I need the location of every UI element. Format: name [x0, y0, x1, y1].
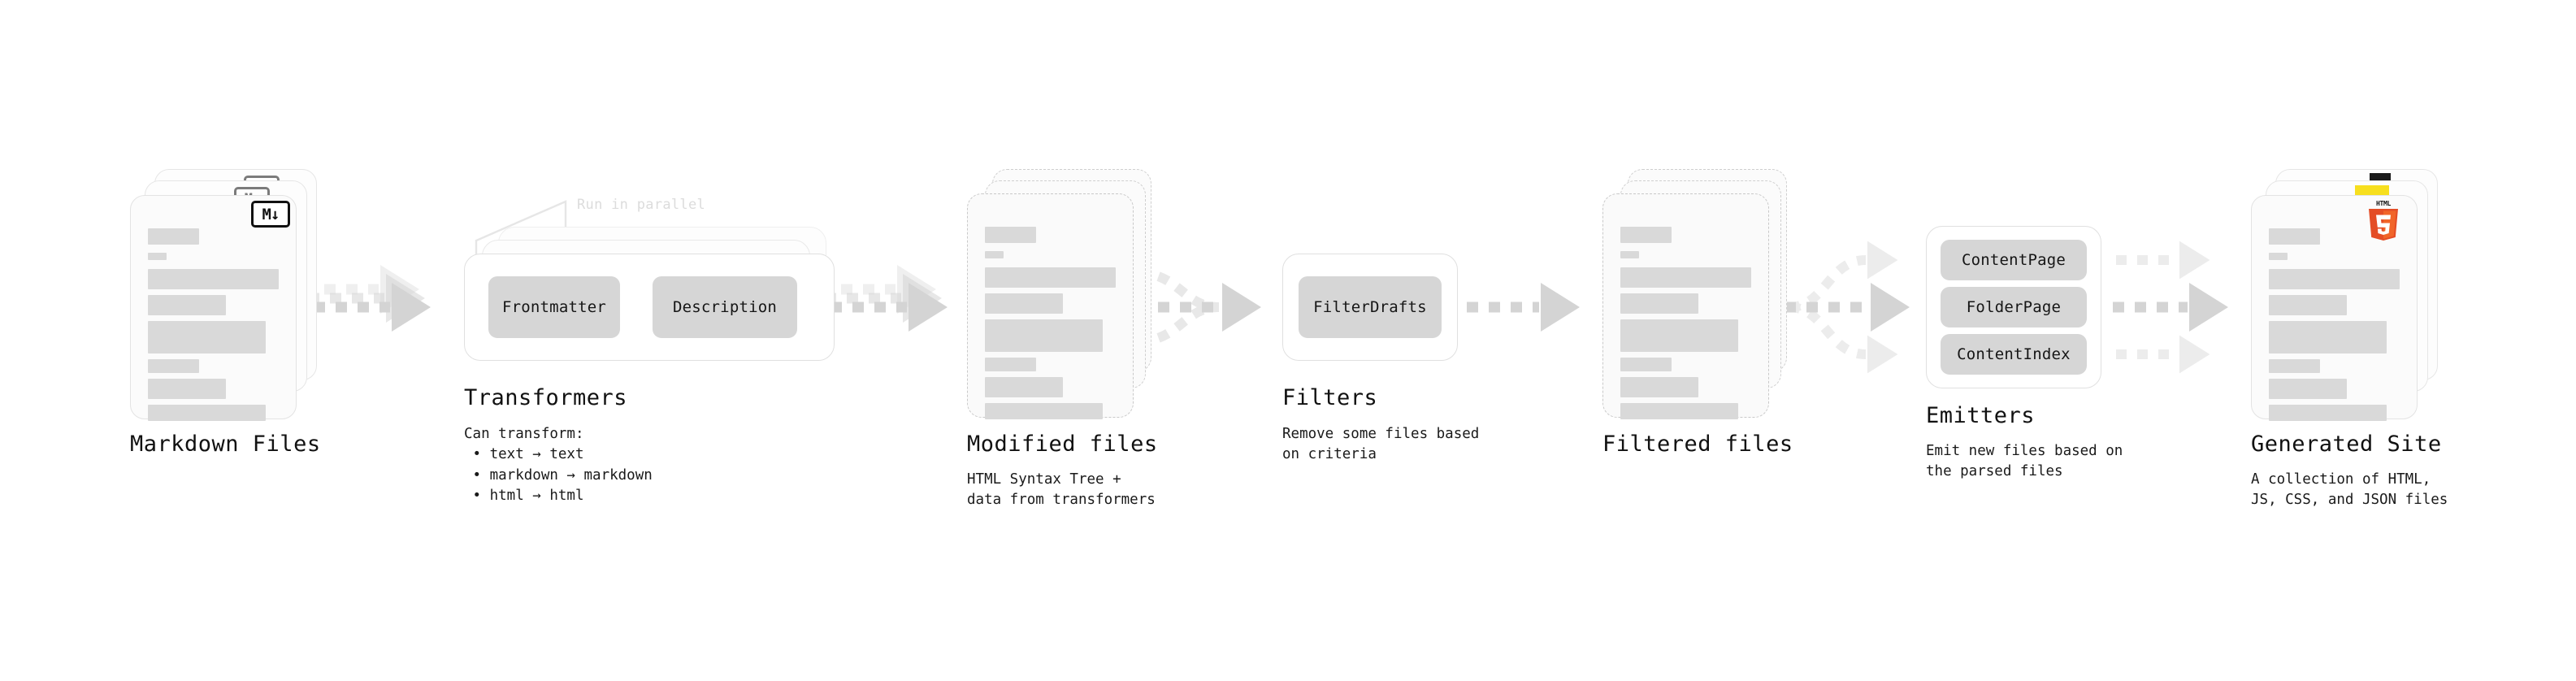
- stage-subtitle-modified-files: HTML Syntax Tree + data from transformer…: [967, 471, 1156, 509]
- doc-bar: [148, 295, 226, 315]
- stage-title-markdown-files: Markdown Files: [130, 432, 321, 457]
- doc-bar: [985, 358, 1036, 371]
- stage-subtitle-transformers: Can transform: • text → text • markdown …: [464, 426, 653, 505]
- transformer-chip-description[interactable]: Description: [653, 276, 797, 338]
- emitter-chip-folderpage[interactable]: FolderPage: [1941, 287, 2087, 327]
- doc-bar: [148, 379, 226, 399]
- doc-bar: [148, 269, 279, 289]
- doc-bar: [1620, 403, 1738, 419]
- doc-bar: [1620, 319, 1738, 352]
- transformer-chip-frontmatter[interactable]: Frontmatter: [488, 276, 620, 338]
- doc-bar: [985, 319, 1103, 352]
- doc-bar: [1620, 267, 1751, 288]
- html5-badge: HTML: [2369, 200, 2398, 241]
- stage-subtitle-emitters: Emit new files based on the parsed files: [1926, 443, 2123, 480]
- doc-bar: [148, 228, 199, 245]
- doc-bar: [1620, 293, 1698, 314]
- stage-subtitle-filters: Remove some files based on criteria: [1282, 426, 1480, 463]
- emitter-chip-contentindex[interactable]: ContentIndex: [1941, 334, 2087, 375]
- svg-text:HTML: HTML: [2376, 200, 2392, 207]
- connector-md-to-transformers: [302, 265, 431, 332]
- stage-title-filters: Filters: [1282, 385, 1378, 410]
- doc-bar: [2269, 228, 2320, 245]
- connector-filtered-to-emitters: [1785, 241, 1910, 374]
- doc-bar: [148, 321, 266, 354]
- doc-bar: [985, 227, 1036, 243]
- stage-subtitle-generated-site: A collection of HTML, JS, CSS, and JSON …: [2251, 471, 2448, 509]
- stage-title-modified-files: Modified files: [967, 432, 1158, 457]
- stage-title-transformers: Transformers: [464, 385, 628, 410]
- doc-bar: [2269, 269, 2400, 289]
- emitter-chip-contentpage[interactable]: ContentPage: [1941, 240, 2087, 280]
- doc-bar: [2269, 359, 2320, 373]
- doc-bar: [1620, 251, 1639, 258]
- doc-bar: [985, 403, 1103, 419]
- doc-bar: [2269, 321, 2387, 354]
- doc-bar: [985, 251, 1004, 258]
- doc-bar: [148, 253, 167, 260]
- doc-bar: [2269, 405, 2387, 421]
- doc-bar: [985, 377, 1063, 397]
- run-in-parallel-bracket: [475, 200, 567, 265]
- doc-bar: [1620, 358, 1672, 371]
- connector-transformers-to-modified: [819, 265, 948, 332]
- connector-modified-to-filters: [1136, 268, 1261, 346]
- connector-filters-to-filtered: [1467, 283, 1580, 332]
- doc-bar: [985, 267, 1116, 288]
- modified-card-front[interactable]: [967, 193, 1134, 419]
- filtered-card-front[interactable]: [1602, 193, 1769, 419]
- connector-emitters-to-site: [2113, 241, 2228, 374]
- doc-bar: [2269, 379, 2347, 399]
- stage-title-generated-site: Generated Site: [2251, 432, 2442, 457]
- run-in-parallel-label: Run in parallel: [577, 197, 706, 213]
- doc-bar: [1620, 377, 1698, 397]
- filter-chip-filterdrafts[interactable]: FilterDrafts: [1299, 276, 1442, 338]
- doc-bar: [985, 293, 1063, 314]
- markdown-badge: M↓: [251, 201, 290, 228]
- doc-bar: [148, 359, 199, 373]
- stage-title-filtered-files: Filtered files: [1602, 432, 1793, 457]
- doc-bar: [148, 405, 266, 421]
- markdown-card-front[interactable]: [130, 195, 297, 421]
- stage-title-emitters: Emitters: [1926, 403, 2036, 428]
- doc-bar: [2269, 253, 2288, 260]
- doc-bar: [1620, 227, 1672, 243]
- doc-bar: [2269, 295, 2347, 315]
